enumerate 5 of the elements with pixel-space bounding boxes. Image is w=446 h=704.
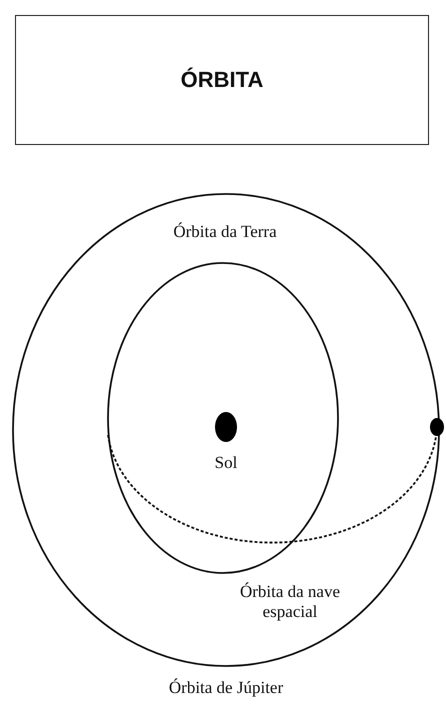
orbit-label: Sol bbox=[214, 453, 238, 474]
orbit-label: Órbita de Júpiter bbox=[168, 678, 284, 698]
orbit-label: Órbita da nave espacial bbox=[238, 582, 342, 623]
title: ÓRBITA bbox=[180, 67, 264, 93]
orbit-label: Órbita da Terra bbox=[172, 222, 278, 242]
